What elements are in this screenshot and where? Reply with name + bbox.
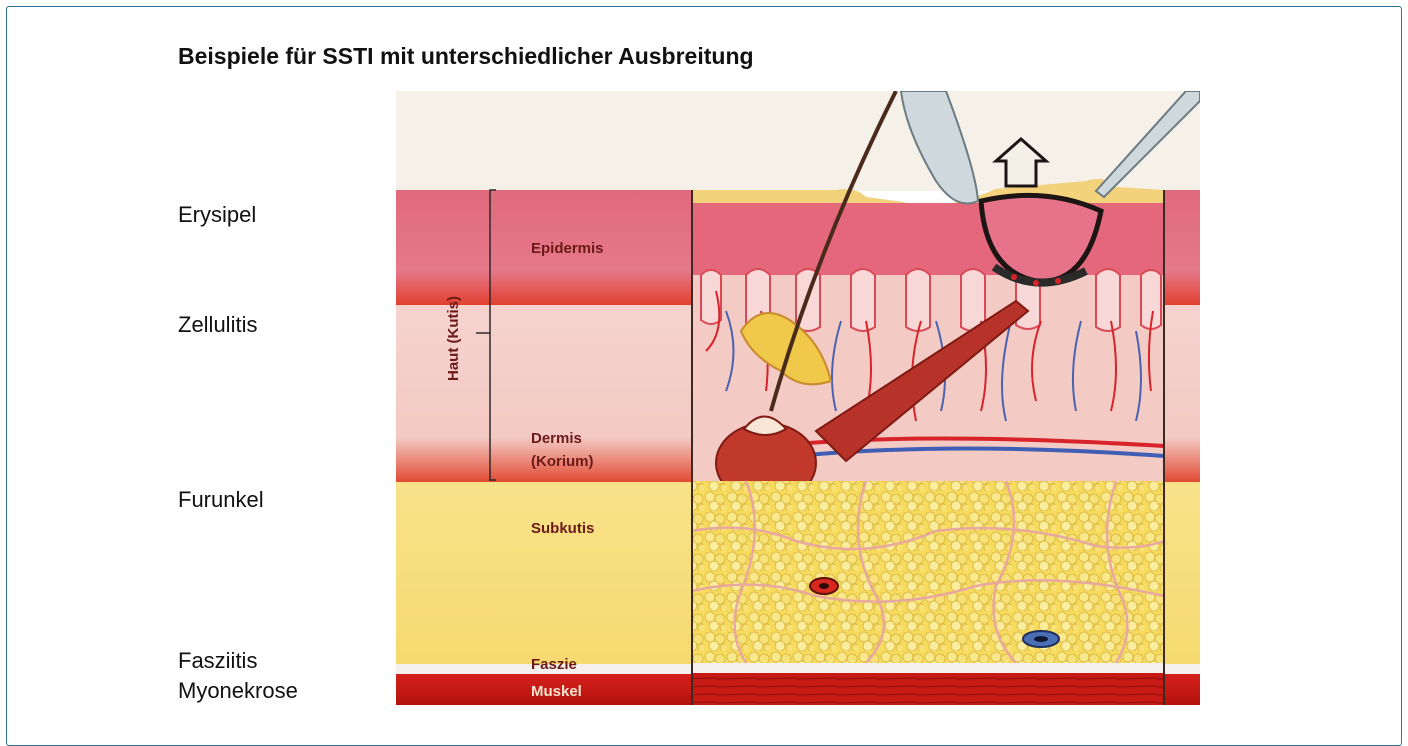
label-myonekrose: Myonekrose bbox=[178, 676, 298, 706]
figure-background bbox=[396, 91, 1200, 191]
layer-label-faszie: Faszie bbox=[531, 656, 577, 673]
layer-label-muskel: Muskel bbox=[531, 683, 582, 700]
label-furunkel: Furunkel bbox=[178, 485, 264, 515]
layer-bands-left bbox=[396, 190, 692, 705]
layer-label-subkutis: Subkutis bbox=[531, 520, 594, 537]
label-zellulitis: Zellulitis bbox=[178, 310, 257, 340]
skin-cross-section-figure: Haut (Kutis) Epidermis Dermis (Korium) S… bbox=[396, 91, 1200, 705]
label-erysipel: Erysipel bbox=[178, 200, 256, 230]
layer-label-korium: (Korium) bbox=[531, 453, 594, 470]
layer-bands-right bbox=[1164, 190, 1200, 705]
layer-label-epidermis: Epidermis bbox=[531, 240, 604, 257]
slide-title: Beispiele für SSTI mit unterschiedlicher… bbox=[178, 43, 754, 70]
layer-label-dermis: Dermis bbox=[531, 430, 582, 447]
label-fasziitis: Fasziitis bbox=[178, 646, 257, 676]
haut-kutis-label: Haut (Kutis) bbox=[445, 296, 462, 381]
